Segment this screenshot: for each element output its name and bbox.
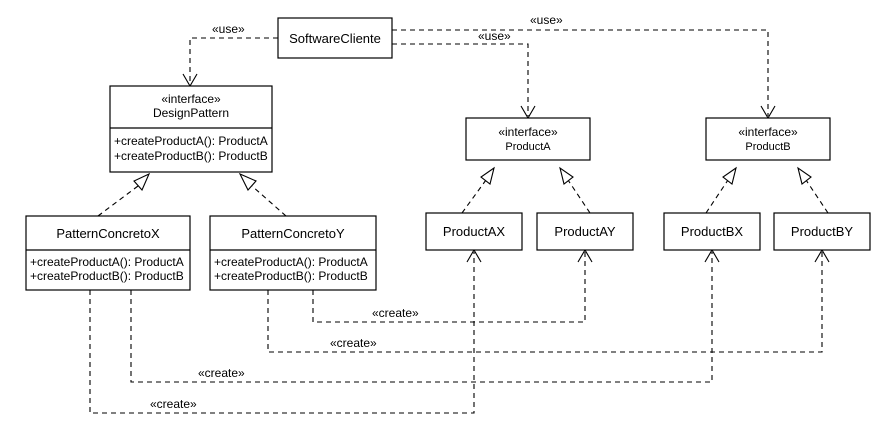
- use-label-product-a: «use»: [478, 29, 511, 43]
- operation-create-product-a: +createProductA(): ProductA: [114, 134, 268, 148]
- class-name: PatternConcretoY: [241, 226, 345, 241]
- create-label-y-ay: «create»: [372, 306, 419, 320]
- interface-product-a[interactable]: «interface» ProductA: [465, 117, 591, 161]
- operation-create-product-b: +createProductB(): ProductB: [30, 269, 184, 283]
- realization-y-design-pattern: [238, 172, 287, 217]
- use-dependency-product-b: [392, 29, 776, 120]
- operation-create-product-a: +createProductA(): ProductA: [30, 255, 184, 269]
- class-name: ProductB: [745, 141, 790, 153]
- class-name: ProductAX: [443, 224, 505, 239]
- realization-x-design-pattern: [97, 172, 151, 217]
- realization-bx-product-b: [705, 166, 737, 214]
- operation-create-product-a: +createProductA(): ProductA: [214, 255, 368, 269]
- create-label-x-ax: «create»: [150, 397, 197, 411]
- class-product-ay[interactable]: ProductAY: [536, 212, 634, 251]
- stereotype-label: «interface»: [161, 92, 221, 106]
- class-product-by[interactable]: ProductBY: [773, 212, 871, 251]
- interface-product-b[interactable]: «interface» ProductB: [705, 117, 831, 161]
- create-label-y-by: «create»: [330, 336, 377, 350]
- class-pattern-concreto-x[interactable]: PatternConcretoX +createProductA(): Prod…: [25, 215, 191, 291]
- class-product-bx[interactable]: ProductBX: [663, 212, 761, 251]
- class-name: ProductBX: [681, 224, 743, 239]
- interface-design-pattern[interactable]: «interface» DesignPattern +createProduct…: [109, 85, 273, 173]
- use-dependency-product-a: [392, 43, 536, 120]
- stereotype-label: «interface»: [738, 125, 798, 139]
- class-software-cliente[interactable]: SoftwareCliente: [277, 17, 393, 59]
- class-name: PatternConcretoX: [56, 226, 160, 241]
- stereotype-label: «interface»: [498, 125, 558, 139]
- class-product-ax[interactable]: ProductAX: [425, 212, 523, 251]
- create-label-x-bx: «create»: [198, 366, 245, 380]
- class-name: ProductBY: [791, 224, 853, 239]
- realization-by-product-b: [797, 166, 829, 214]
- realization-ax-product-a: [461, 166, 495, 214]
- class-name: ProductAY: [554, 224, 616, 239]
- use-label-design-pattern: «use»: [212, 22, 245, 36]
- class-name: ProductA: [505, 141, 551, 153]
- class-name: DesignPattern: [153, 106, 229, 120]
- realization-ay-product-a: [559, 166, 591, 214]
- use-label-product-b: «use»: [530, 13, 563, 27]
- class-pattern-concreto-y[interactable]: PatternConcretoY +createProductA(): Prod…: [209, 215, 377, 291]
- class-name: SoftwareCliente: [289, 31, 381, 46]
- use-dependency-design-pattern: [182, 37, 278, 88]
- operation-create-product-b: +createProductB(): ProductB: [114, 149, 268, 163]
- operation-create-product-b: +createProductB(): ProductB: [214, 269, 368, 283]
